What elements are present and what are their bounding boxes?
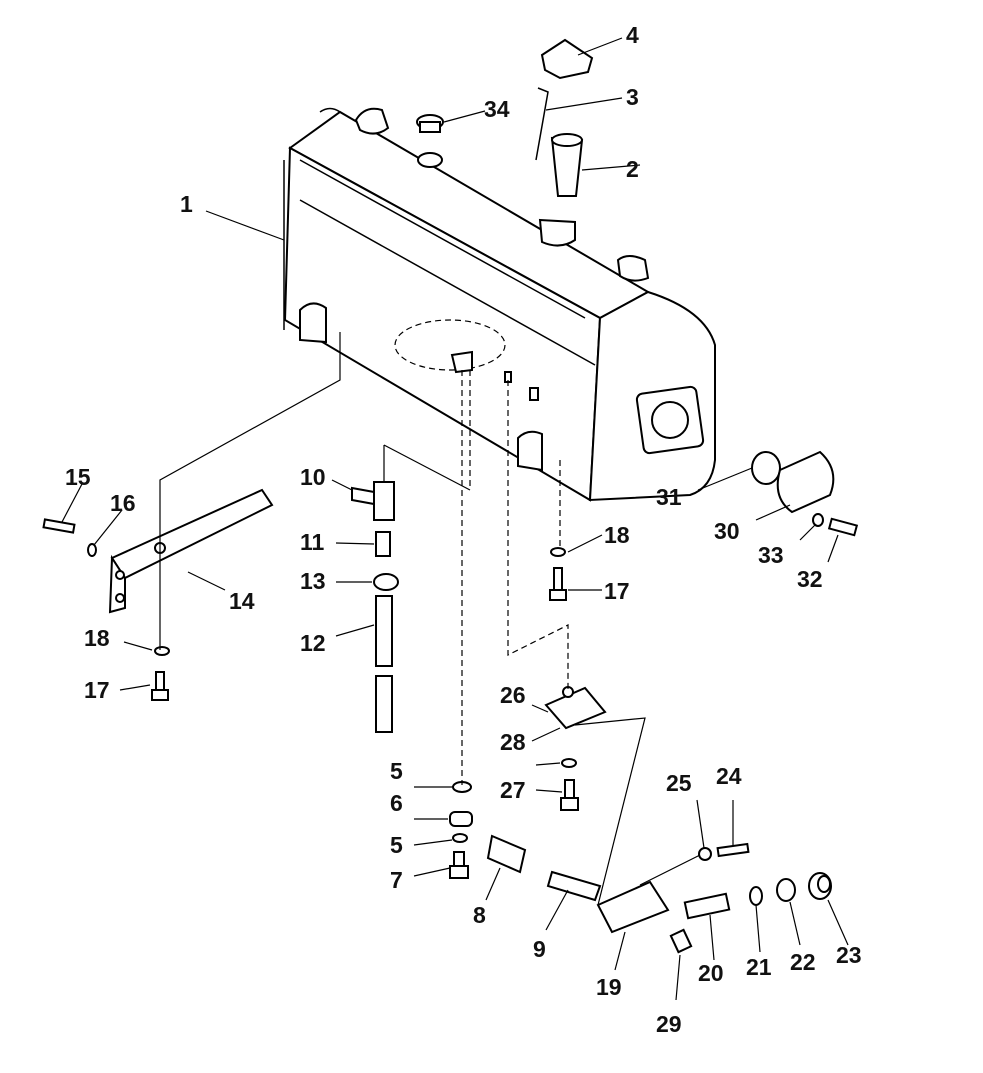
clamp-13 [373, 573, 399, 591]
filler-strainer [550, 133, 584, 197]
banjo-6 [449, 811, 473, 827]
washer-33 [812, 513, 824, 527]
bolt-7 [449, 851, 469, 879]
fuel-tank-body [283, 107, 716, 502]
callout-31: 31 [656, 484, 682, 510]
callout-34: 34 [484, 96, 510, 122]
hose-12 [375, 595, 393, 733]
washer-18-left [154, 646, 170, 656]
callout-8: 8 [473, 902, 486, 928]
callout-24: 24 [716, 763, 742, 789]
gasket-31 [751, 451, 781, 485]
connector-11 [375, 531, 391, 557]
washer-28 [561, 758, 577, 768]
callout-29: 29 [656, 1011, 682, 1037]
bolt-27 [560, 779, 579, 811]
cover-30 [776, 450, 835, 514]
callout-21: 21 [746, 954, 772, 980]
elbow-10 [351, 481, 395, 521]
washer-25 [698, 847, 712, 861]
dipstick [535, 87, 549, 161]
washer-5-lower [452, 833, 468, 843]
bolt-17-left [151, 671, 169, 701]
callout-23: 23 [836, 942, 862, 968]
bracket [108, 488, 274, 614]
callout-19: 19 [596, 974, 622, 1000]
callout-12: 12 [300, 630, 326, 656]
callout-16: 16 [110, 490, 136, 516]
plug [416, 114, 444, 133]
filler-cap [540, 38, 594, 80]
callout-18-left: 18 [84, 625, 110, 651]
callout-11: 11 [300, 529, 325, 555]
callout-9: 9 [533, 936, 546, 962]
callout-1: 1 [180, 191, 193, 217]
callout-5-lower: 5 [390, 832, 403, 858]
callout-13: 13 [300, 568, 326, 594]
valve-body-19 [596, 880, 670, 934]
bracket-26 [544, 686, 607, 730]
washer-16 [87, 543, 97, 557]
fitting-20 [683, 892, 731, 920]
callout-20: 20 [698, 960, 724, 986]
callout-32: 32 [797, 566, 823, 592]
callout-5-upper: 5 [390, 758, 403, 784]
callout-14: 14 [229, 588, 255, 614]
callout-33: 33 [758, 542, 784, 568]
valve-8 [486, 834, 527, 874]
ring-21 [749, 886, 763, 906]
bolt-15 [42, 518, 76, 534]
callout-2: 2 [626, 156, 639, 182]
callout-18-right: 18 [604, 522, 630, 548]
callout-7: 7 [390, 867, 403, 893]
bolt-17-right [549, 567, 567, 601]
callout-28: 28 [500, 729, 526, 755]
callout-26: 26 [500, 682, 526, 708]
pipe-9 [546, 870, 602, 902]
callout-17-right: 17 [604, 578, 630, 604]
seal-22 [776, 878, 796, 902]
bolt-32 [827, 517, 859, 537]
callout-30: 30 [714, 518, 740, 544]
callout-27: 27 [500, 777, 526, 803]
callout-22: 22 [790, 949, 816, 975]
callout-3: 3 [626, 84, 639, 110]
washer-18-right [550, 547, 566, 557]
bolt-24 [716, 842, 750, 858]
callout-15: 15 [65, 464, 91, 490]
callout-17-left: 17 [84, 677, 110, 703]
leader-lines [61, 37, 849, 1001]
callout-25: 25 [666, 770, 692, 796]
callout-10: 10 [300, 464, 326, 490]
cap-23 [808, 872, 832, 900]
callout-4: 4 [626, 22, 639, 48]
plug-29 [669, 928, 693, 954]
callout-6: 6 [390, 790, 403, 816]
assembly-lines [159, 332, 701, 906]
